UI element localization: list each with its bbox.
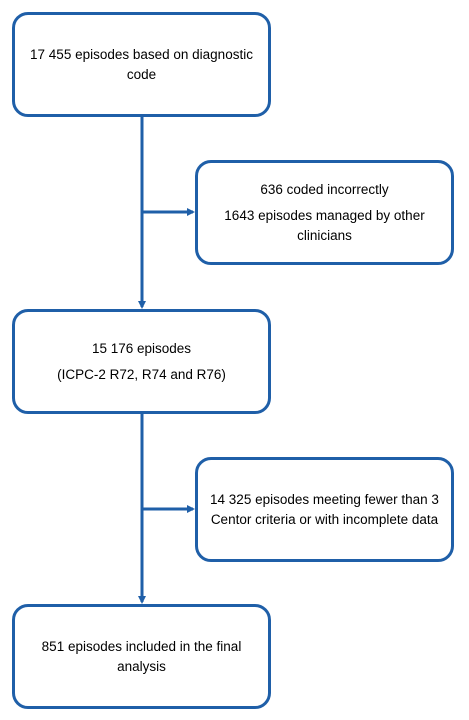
exclusion-box-2: 14 325 episodes meeting fewer than 3 Cen… [195, 457, 454, 562]
final-analysis-text: 851 episodes included in the final analy… [41, 638, 242, 674]
final-analysis-box: 851 episodes included in the final analy… [12, 604, 271, 709]
eligible-episodes-box: 15 176 episodes (ICPC-2 R72, R74 and R76… [12, 309, 271, 414]
icpc-codes-text: (ICPC-2 R72, R74 and R76) [57, 366, 226, 382]
exclusion-box-1: 636 coded incorrectly 1643 episodes mana… [195, 160, 454, 265]
initial-episodes-box: 17 455 episodes based on diagnostic code [12, 12, 271, 117]
eligible-episodes-text: 15 176 episodes [91, 340, 192, 356]
coded-incorrectly-text: 636 coded incorrectly [260, 181, 389, 197]
other-clinicians-text: 1643 episodes managed by other clinician… [224, 207, 425, 243]
initial-episodes-text: 17 455 episodes based on diagnostic code [30, 46, 253, 82]
centor-exclusion-text: 14 325 episodes meeting fewer than 3 Cen… [210, 491, 439, 527]
